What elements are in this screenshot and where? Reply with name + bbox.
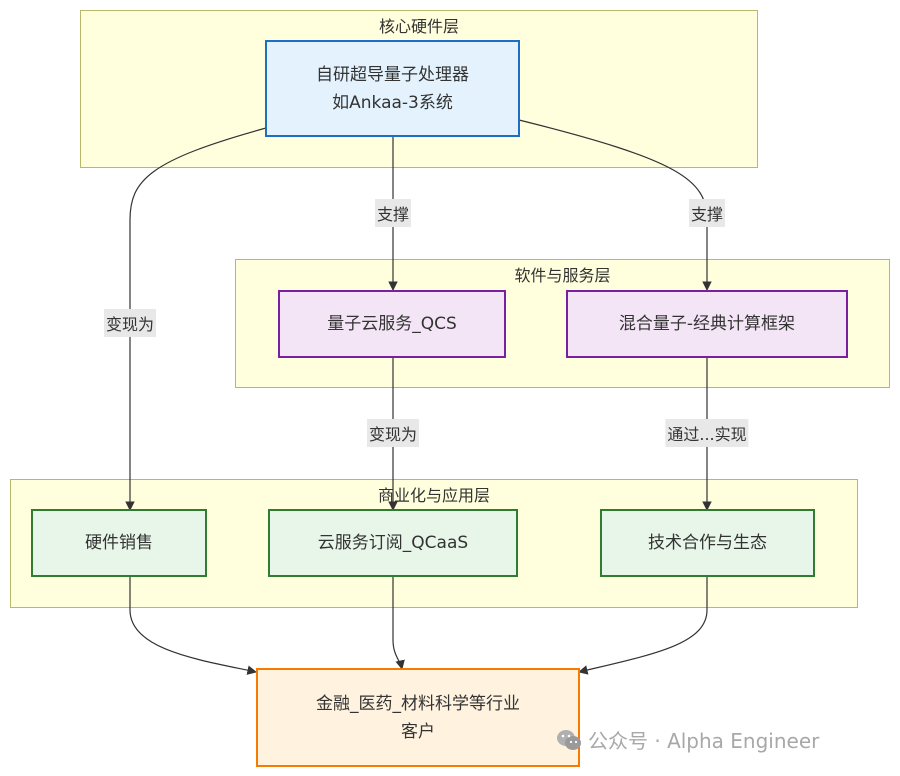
node-qcs[interactable]: 量子云服务_QCS [278,290,506,358]
edge-hwsales-to-customers [129,577,257,675]
node-hybrid[interactable]: 混合量子-经典计算框架 [566,290,848,358]
edge-processor-to-hybrid [518,119,712,291]
watermark: 公众号 · Alpha Engineer [556,725,819,754]
node-hw-sales[interactable]: 硬件销售 [31,509,207,577]
edge-processor-to-hwsales [125,127,267,511]
node-processor[interactable]: 自研超导量子处理器 如Ankaa-3系统 [265,40,520,137]
node-qcaas[interactable]: 云服务订阅_QCaaS [268,509,518,577]
node-partner[interactable]: 技术合作与生态 [600,509,815,577]
edge-label-processor-to-hwsales: 变现为 [103,309,157,337]
layer-software-title: 软件与服务层 [514,266,611,285]
layer-hardware-title: 核心硬件层 [378,17,459,36]
edge-label-processor-to-qcs: 支撑 [374,199,412,227]
edge-label-qcs-to-qcaas: 变现为 [366,419,420,447]
edge-qcaas-to-customers [392,577,405,670]
layer-business-title: 商业化与应用层 [377,486,490,505]
edge-label-processor-to-hybrid: 支撑 [688,199,726,227]
node-customers[interactable]: 金融_医药_材料科学等行业 客户 [256,668,580,767]
edge-label-hybrid-to-partner: 通过...实现 [665,419,749,447]
wechat-icon [556,727,582,753]
watermark-text: 公众号 · Alpha Engineer [588,729,820,753]
edge-partner-to-customers [578,577,708,675]
